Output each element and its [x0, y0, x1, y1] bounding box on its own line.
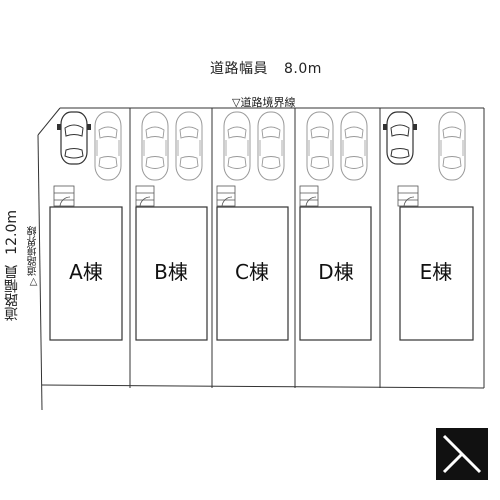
- north-arrow-icon: [436, 428, 488, 480]
- car-b-1: [141, 111, 169, 181]
- car-c-1: [223, 111, 251, 181]
- door-swings: [59, 196, 415, 208]
- car-b-2: [175, 111, 203, 181]
- left-road-boundary-label: ▽道路境界線: [28, 226, 39, 287]
- left-road-width: 12.0m: [4, 210, 20, 255]
- left-road-name: 道路幅員: [4, 264, 20, 321]
- car-a-1: [56, 111, 92, 165]
- house-a-footprint: [49, 206, 123, 341]
- car-d-2: [340, 111, 368, 181]
- house-d-footprint: [299, 206, 372, 341]
- unit-label-b: B棟: [154, 260, 188, 284]
- top-road-boundary-label: ▽道路境界線: [232, 96, 296, 109]
- left-road-boundary-line: [37, 107, 61, 136]
- car-d-1: [306, 111, 334, 181]
- left-road-boundary-line-lower: [37, 134, 43, 411]
- house-e-footprint: [399, 206, 474, 341]
- lot-dividers: [41, 108, 485, 389]
- top-road-name: 道路幅員: [210, 61, 268, 77]
- top-road-width: 8.0m: [284, 61, 322, 77]
- unit-label-d: D棟: [318, 260, 354, 284]
- car-e-2: [438, 111, 466, 181]
- car-c-2: [257, 111, 285, 181]
- unit-label-e: E棟: [419, 260, 453, 284]
- house-c-footprint: [216, 206, 289, 341]
- car-e-1: [382, 111, 418, 165]
- left-road-width-label: 道路幅員 12.0m: [2, 200, 22, 321]
- parking-cars: [56, 111, 466, 181]
- unit-label-c: C棟: [235, 260, 269, 284]
- house-b-footprint: [135, 206, 208, 341]
- unit-label-a: A棟: [69, 260, 103, 284]
- entry-steps: [53, 185, 419, 207]
- car-a-2: [94, 111, 122, 181]
- top-road-width-label: 道路幅員 8.0m: [210, 58, 338, 78]
- houses: [49, 206, 474, 341]
